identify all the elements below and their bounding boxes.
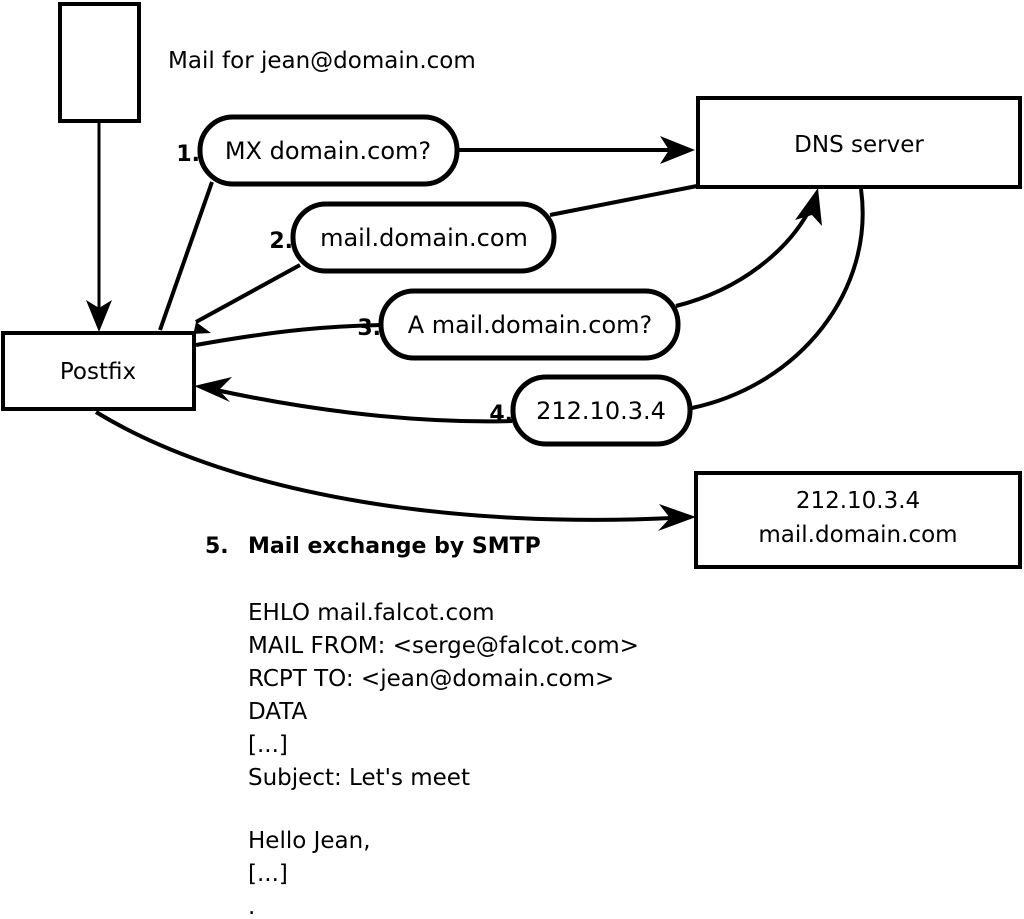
bubble-step-4 <box>510 374 693 447</box>
postfix-label: Postfix <box>60 359 136 385</box>
transcript-line-5: [...] <box>248 732 288 758</box>
transcript-line-8: Hello Jean, <box>248 828 371 854</box>
edge-postfix-to-bubble1 <box>158 181 214 331</box>
dns-server-label: DNS server <box>794 132 924 158</box>
step-number-1: 1. <box>176 142 200 167</box>
edge-postfix-to-bubble3 <box>195 323 383 347</box>
target-mail-server-box <box>694 471 1022 569</box>
edge-bubble3-to-dns <box>675 204 814 308</box>
transcript-line-10: . <box>248 894 255 919</box>
transcript-line-4: DATA <box>248 699 308 725</box>
step-number-3: 3. <box>357 316 381 341</box>
arrowhead-bubble1-to-dns <box>660 136 695 164</box>
mail-for-note: Mail for jean@domain.com <box>168 48 476 74</box>
transcript-line-6: Subject: Let's meet <box>248 765 470 791</box>
step-5-title: Mail exchange by SMTP <box>248 534 541 559</box>
edge-bubble2-to-postfix <box>195 263 301 324</box>
bubble-step-2-label: mail.domain.com <box>320 224 528 252</box>
edge-postfix-to-target <box>94 410 673 522</box>
edge-dns-to-bubble2 <box>549 184 698 217</box>
bubble-step-3 <box>378 288 681 361</box>
step-number-4: 4. <box>489 402 513 427</box>
edge-bubble4-to-postfix <box>215 388 513 424</box>
dns-server-box <box>696 96 1022 189</box>
transcript-line-2: MAIL FROM: <serge@falcot.com> <box>248 633 639 659</box>
transcript-line-3: RCPT TO: <jean@domain.com> <box>248 666 614 692</box>
transcript-line-9: [...] <box>248 861 288 887</box>
transcript-line-1: EHLO mail.falcot.com <box>248 600 495 626</box>
sender-client-box <box>58 2 141 123</box>
postfix-box <box>1 331 196 411</box>
step-number-2: 2. <box>269 229 293 254</box>
bubble-step-3-label: A mail.domain.com? <box>408 311 653 339</box>
arrowhead-postfix-to-target <box>658 504 696 531</box>
target-mail-server-ip: 212.10.3.4 <box>796 488 920 514</box>
bubble-step-4-label: 212.10.3.4 <box>536 397 666 425</box>
target-mail-server-host: mail.domain.com <box>758 522 957 548</box>
arrowhead-bubble3-to-dns <box>795 188 822 226</box>
bubble-step-2 <box>290 201 557 274</box>
edge-dns-to-bubble4 <box>691 188 865 410</box>
bubble-step-1 <box>197 114 460 187</box>
step-number-5: 5. <box>205 534 229 559</box>
bubble-step-1-label: MX domain.com? <box>225 137 431 165</box>
arrowhead-client-to-postfix <box>86 300 112 332</box>
arrowhead-bubble4-to-postfix <box>194 377 232 402</box>
